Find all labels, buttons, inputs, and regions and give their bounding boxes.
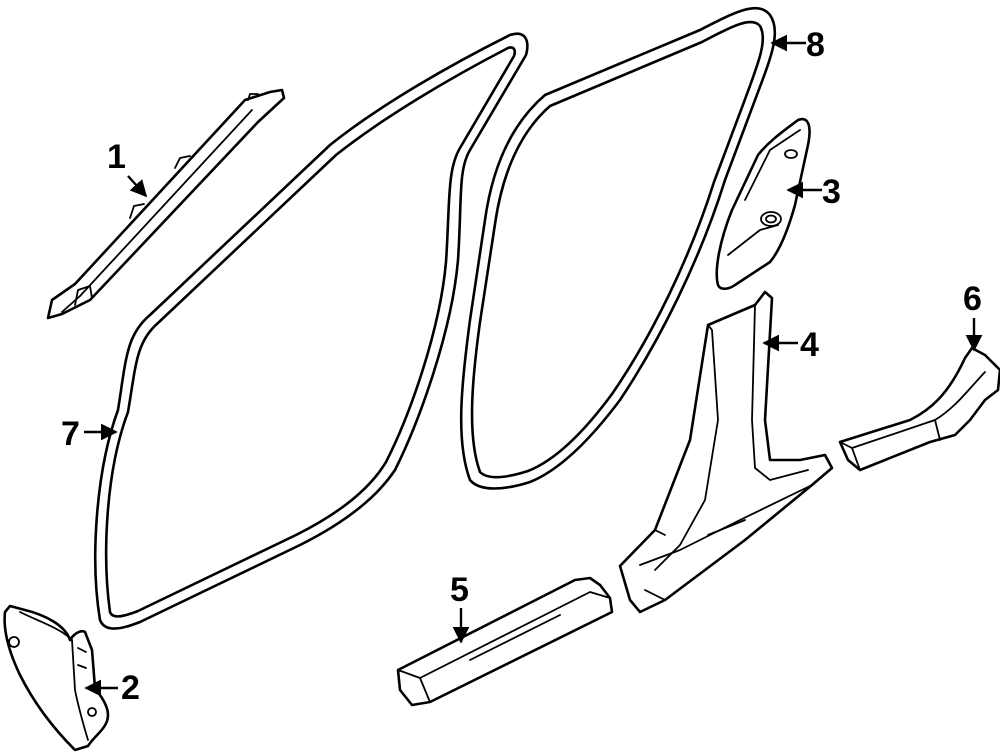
rear-scuff-plate [838,346,1000,472]
callout-5: 5 [450,571,469,609]
leader-1 [127,175,148,198]
callout-8: 8 [806,26,825,64]
callout-3: 3 [822,173,841,211]
callout-6: 6 [963,280,982,318]
callout-2: 2 [121,669,140,707]
front-door-seal [94,32,529,630]
front-scuff-plate [396,576,614,707]
upper-b-pillar-trim [715,117,811,291]
callout-labels: 1 2 3 4 5 6 7 8 [61,26,982,707]
a-pillar-garnish [46,88,286,320]
callout-1: 1 [107,138,126,176]
lower-b-pillar-trim [618,290,834,614]
callout-4: 4 [800,326,819,364]
kick-panel [3,604,110,752]
callout-7: 7 [61,415,80,453]
leader-lines [84,34,983,697]
